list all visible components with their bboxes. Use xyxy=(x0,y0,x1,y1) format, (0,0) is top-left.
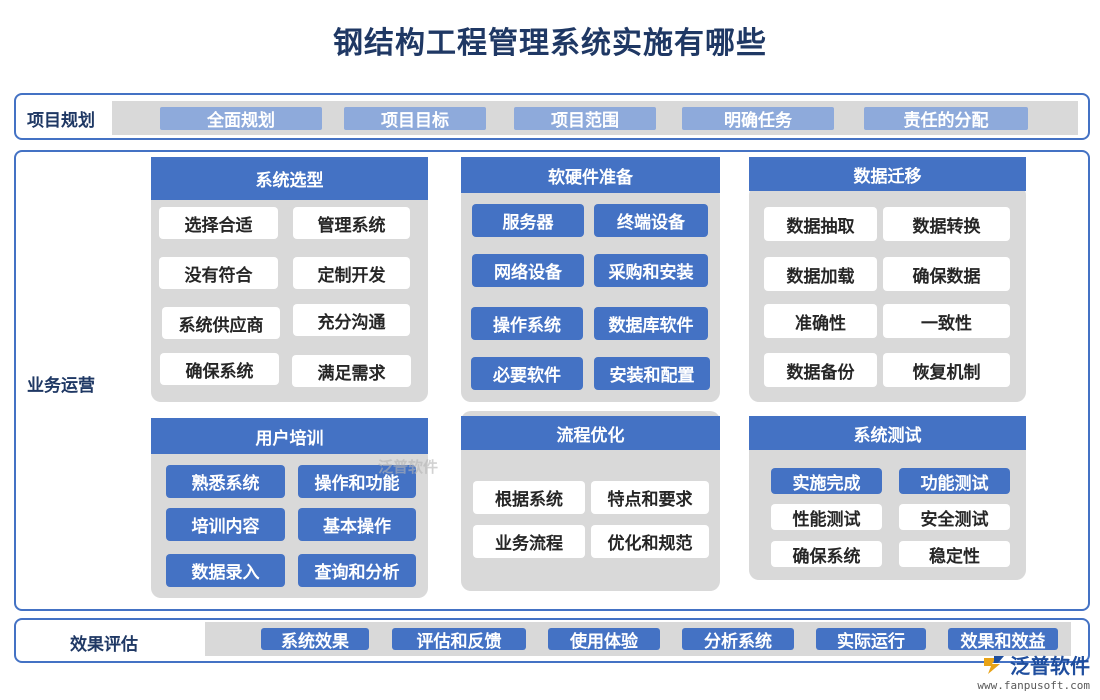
training-item-4: 基本操作 xyxy=(298,508,416,541)
training-item-5: 数据录入 xyxy=(166,554,285,587)
planning-chip-3: 项目范围 xyxy=(514,107,656,131)
process-item-4: 优化和规范 xyxy=(591,525,709,558)
page-title: 钢结构工程管理系统实施有哪些 xyxy=(333,26,767,61)
brand-url[interactable]: www.fanpusoft.com xyxy=(977,679,1090,692)
training-item-2: 操作和功能 xyxy=(298,465,416,498)
evaluation-label: 效果评估 xyxy=(70,635,138,655)
planning-chip-4: 明确任务 xyxy=(682,107,834,131)
evaluation-chip-3: 使用体验 xyxy=(548,628,660,652)
migration-item-5: 准确性 xyxy=(764,304,877,338)
migration-header: 数据迁移 xyxy=(749,157,1026,191)
evaluation-chip-4: 分析系统 xyxy=(682,628,794,652)
process-item-2: 特点和要求 xyxy=(591,481,709,514)
training-header: 用户培训 xyxy=(151,418,428,454)
hardware-item-3: 网络设备 xyxy=(472,254,584,287)
hardware-item-8: 安装和配置 xyxy=(594,357,710,390)
testing-item-5: 确保系统 xyxy=(771,541,882,567)
testing-header: 系统测试 xyxy=(749,416,1026,450)
migration-item-4: 确保数据 xyxy=(883,257,1010,291)
migration-item-7: 数据备份 xyxy=(764,353,877,387)
migration-item-1: 数据抽取 xyxy=(764,207,877,241)
migration-item-6: 一致性 xyxy=(883,304,1010,338)
planning-chip-1: 全面规划 xyxy=(160,107,322,131)
evaluation-chip-1: 系统效果 xyxy=(261,628,369,652)
planning-label: 项目规划 xyxy=(27,111,95,131)
process-item-1: 根据系统 xyxy=(473,481,585,514)
testing-item-2: 功能测试 xyxy=(899,468,1010,494)
testing-item-6: 稳定性 xyxy=(899,541,1010,567)
testing-item-4: 安全测试 xyxy=(899,504,1010,530)
migration-item-8: 恢复机制 xyxy=(883,353,1010,387)
brand-name: 泛普软件 xyxy=(1010,654,1090,678)
hardware-item-6: 数据库软件 xyxy=(594,307,708,340)
selection-header: 系统选型 xyxy=(151,157,428,200)
training-item-6: 查询和分析 xyxy=(298,554,416,587)
selection-item-2: 管理系统 xyxy=(293,207,410,239)
evaluation-chip-5: 实际运行 xyxy=(816,628,926,652)
hardware-header: 软硬件准备 xyxy=(461,157,720,193)
hardware-item-4: 采购和安装 xyxy=(594,254,708,287)
migration-item-2: 数据转换 xyxy=(883,207,1010,241)
planning-chip-5: 责任的分配 xyxy=(864,107,1028,131)
training-item-3: 培训内容 xyxy=(166,508,285,541)
migration-item-3: 数据加载 xyxy=(764,257,877,291)
testing-item-1: 实施完成 xyxy=(771,468,882,494)
training-item-1: 熟悉系统 xyxy=(166,465,285,498)
evaluation-chip-2: 评估和反馈 xyxy=(392,628,526,652)
brand-logo: 泛普软件 www.fanpusoft.com xyxy=(977,650,1090,692)
selection-item-8: 满足需求 xyxy=(292,355,411,387)
brand-mark-icon xyxy=(982,654,1006,676)
selection-item-6: 充分沟通 xyxy=(293,304,410,336)
testing-item-3: 性能测试 xyxy=(771,504,882,530)
hardware-item-5: 操作系统 xyxy=(471,307,583,340)
operations-label: 业务运营 xyxy=(27,376,95,396)
watermark: 泛普软件 xyxy=(378,458,439,476)
hardware-item-7: 必要软件 xyxy=(471,357,583,390)
selection-item-5: 系统供应商 xyxy=(162,307,280,339)
process-header: 流程优化 xyxy=(461,416,720,450)
evaluation-chip-6: 效果和效益 xyxy=(948,628,1058,652)
selection-item-3: 没有符合 xyxy=(159,257,278,289)
hardware-item-2: 终端设备 xyxy=(594,204,708,237)
selection-item-1: 选择合适 xyxy=(159,207,278,239)
process-item-3: 业务流程 xyxy=(473,525,585,558)
hardware-item-1: 服务器 xyxy=(472,204,584,237)
planning-chip-2: 项目目标 xyxy=(344,107,486,131)
selection-item-4: 定制开发 xyxy=(293,257,410,289)
selection-item-7: 确保系统 xyxy=(160,353,279,385)
